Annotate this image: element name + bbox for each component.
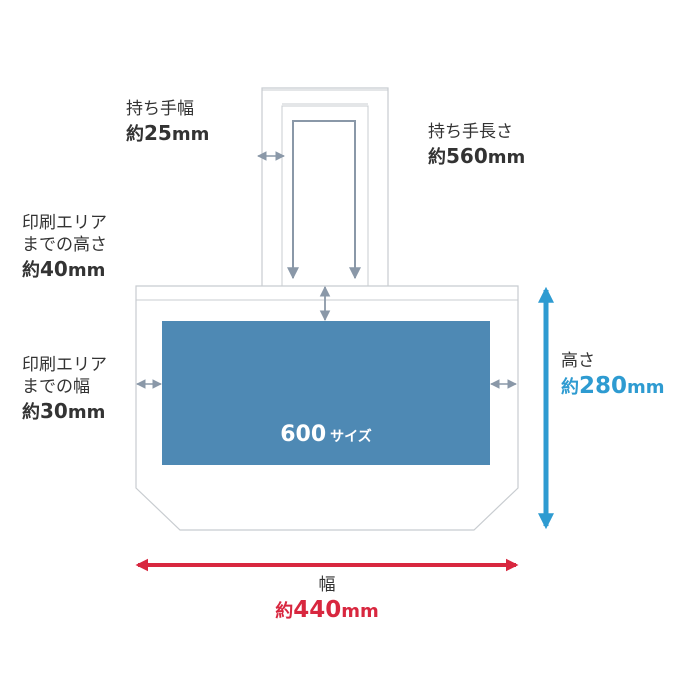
- handle-length-label: 持ち手長さ 約560mm: [428, 121, 525, 169]
- handle-outline: [261, 87, 389, 286]
- print-side-value: 約30mm: [22, 399, 106, 424]
- height-label: 高さ 約280mm: [561, 350, 665, 402]
- print-top-title-1: 印刷エリア: [22, 213, 107, 233]
- handle-width-value: 約25mm: [126, 121, 210, 146]
- print-area-size-suffix: サイズ: [330, 429, 372, 445]
- print-top-title-2: までの高さ: [22, 235, 107, 256]
- print-area: [162, 321, 490, 465]
- handle-width-label: 持ち手幅 約25mm: [126, 98, 209, 146]
- print-side-title-2: までの幅: [22, 377, 90, 398]
- width-value: 約440mm: [275, 597, 379, 624]
- handle-length-arrow: [292, 120, 361, 280]
- print-top-value: 約40mm: [22, 257, 106, 282]
- width-label: 幅 約440mm: [252, 574, 402, 626]
- handle-length-title: 持ち手長さ: [428, 122, 513, 142]
- print-side-title-1: 印刷エリア: [22, 355, 107, 375]
- height-value: 約280mm: [561, 373, 665, 400]
- handle-inner-stitch: [281, 105, 369, 286]
- print-top-offset-label: 印刷エリア までの高さ 約40mm: [22, 212, 107, 283]
- handle-width-title: 持ち手幅: [126, 99, 194, 119]
- height-title: 高さ: [561, 351, 595, 371]
- handle-length-value: 約560mm: [428, 144, 526, 169]
- print-area-size-number: 600: [280, 422, 327, 447]
- print-side-offset-label: 印刷エリア までの幅 約30mm: [22, 354, 107, 425]
- width-title: 幅: [318, 575, 336, 595]
